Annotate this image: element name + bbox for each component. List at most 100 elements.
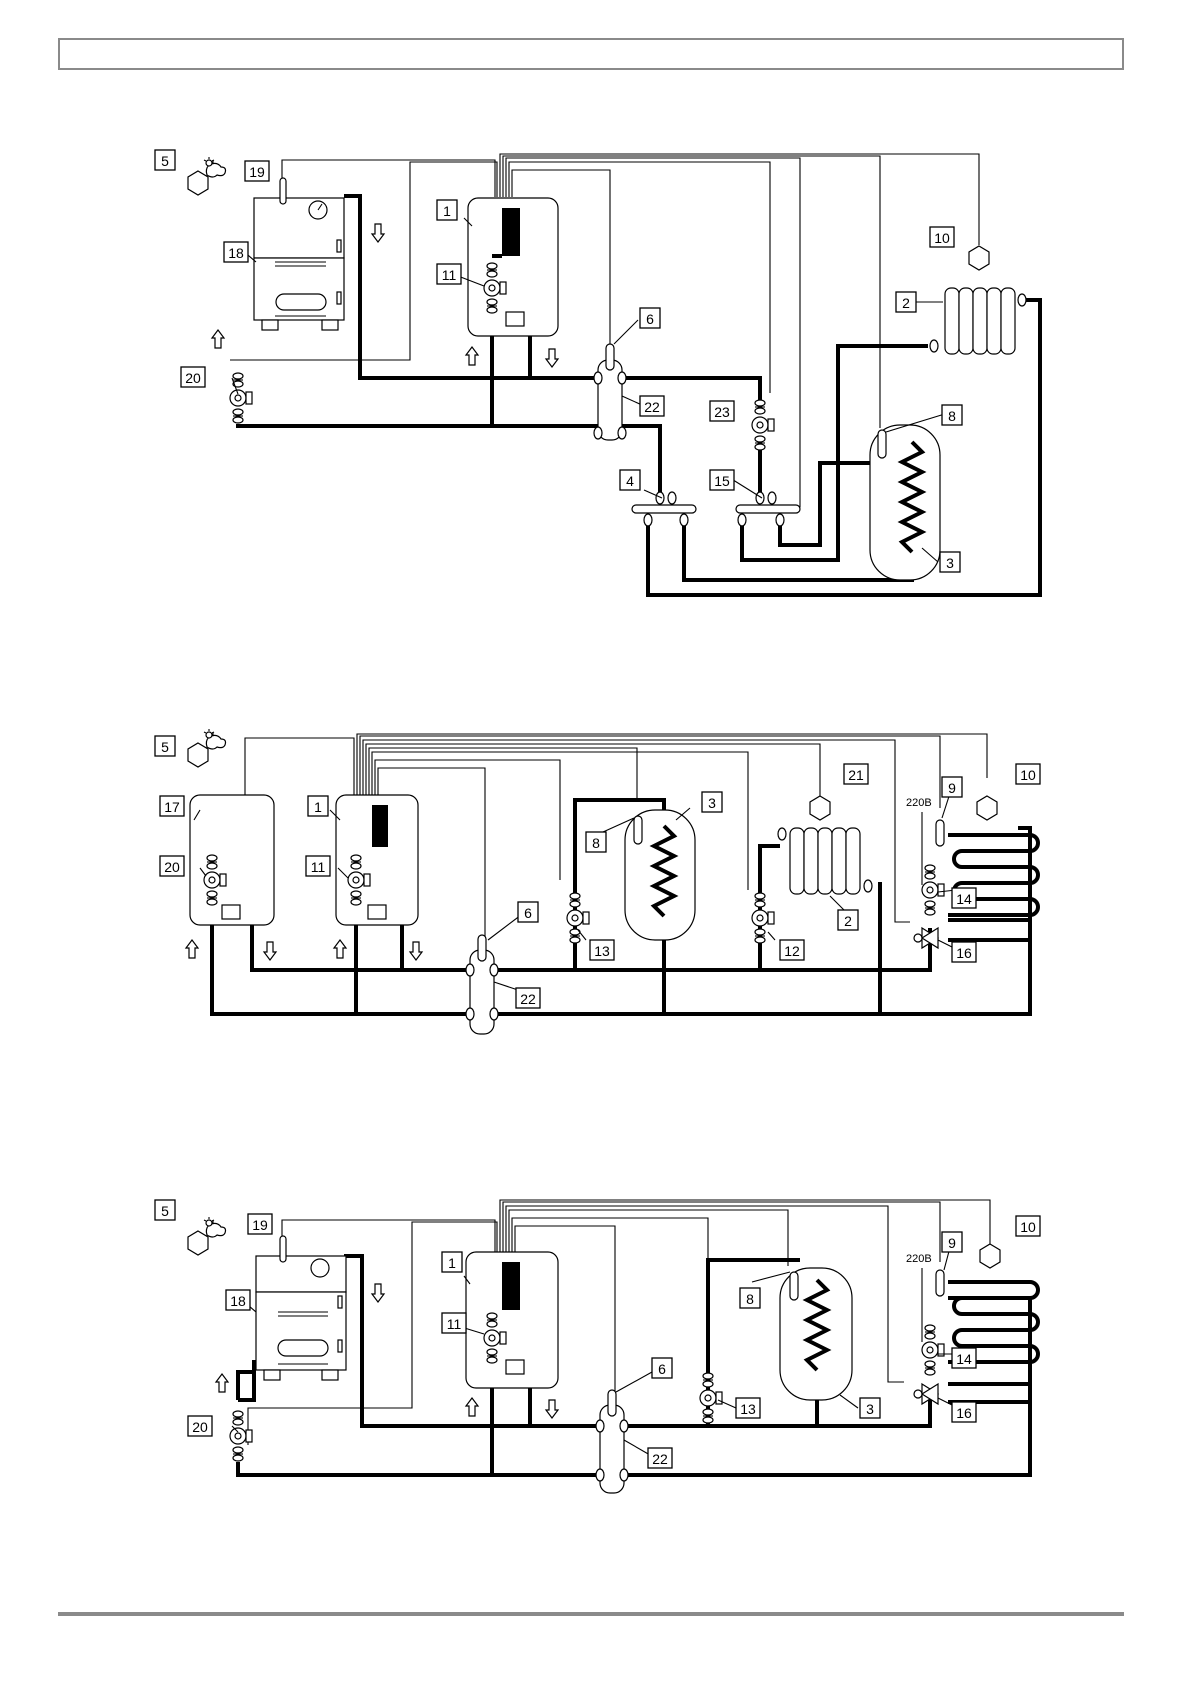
component-label-19: 19 xyxy=(244,160,270,182)
svg-text:16: 16 xyxy=(956,1405,972,1421)
svg-text:10: 10 xyxy=(1020,1219,1036,1235)
svg-text:10: 10 xyxy=(934,230,950,246)
svg-text:4: 4 xyxy=(626,473,634,489)
hydraulic-separator-icon xyxy=(593,343,627,441)
component-label-22: 22 xyxy=(647,1447,673,1469)
component-label-20: 20 xyxy=(159,855,185,877)
flow-arrow-icon xyxy=(371,1283,385,1303)
temperature-probe-icon xyxy=(935,1269,945,1297)
flow-arrow-icon xyxy=(371,223,385,243)
flow-arrow-icon xyxy=(215,1373,229,1393)
component-label-10: 10 xyxy=(1015,763,1041,785)
component-label-3: 3 xyxy=(939,551,961,573)
svg-text:9: 9 xyxy=(948,780,956,796)
floor-heating-loop xyxy=(948,833,1040,917)
control-wiring xyxy=(212,1199,991,1445)
hydraulic-pipes xyxy=(210,798,1032,1016)
hydraulic-separator-icon xyxy=(465,934,499,1035)
svg-text:19: 19 xyxy=(249,164,265,180)
flow-arrow-icon xyxy=(545,1399,559,1419)
pump-icon xyxy=(699,1372,723,1424)
room-thermostat-icon xyxy=(976,795,998,821)
svg-text:18: 18 xyxy=(230,1293,246,1309)
component-label-23: 23 xyxy=(709,400,735,422)
svg-text:9: 9 xyxy=(948,1235,956,1251)
svg-text:20: 20 xyxy=(192,1419,208,1435)
svg-text:3: 3 xyxy=(866,1401,874,1417)
sun-icon xyxy=(203,1216,227,1238)
svg-text:1: 1 xyxy=(314,799,322,815)
outdoor-sensor-icon xyxy=(187,170,209,196)
component-label-19: 19 xyxy=(247,1213,273,1235)
component-label-22: 22 xyxy=(639,395,665,417)
voltage-label: 220B xyxy=(906,797,932,809)
svg-text:11: 11 xyxy=(447,1316,462,1332)
hydraulic-separator-icon xyxy=(595,1389,629,1494)
svg-text:1: 1 xyxy=(443,203,451,219)
svg-text:16: 16 xyxy=(956,945,972,961)
svg-text:2: 2 xyxy=(902,295,910,311)
svg-text:1: 1 xyxy=(448,1255,456,1271)
room-thermostat-icon xyxy=(809,795,831,821)
diagram-2: 220B xyxy=(185,728,1040,1035)
svg-text:22: 22 xyxy=(644,399,660,415)
room-thermostat-icon xyxy=(968,245,990,271)
component-label-18: 18 xyxy=(225,1289,251,1311)
solid-fuel-boiler xyxy=(253,177,345,331)
component-label-4: 4 xyxy=(619,469,641,491)
component-label-11: 11 xyxy=(436,263,462,285)
radiator-icon xyxy=(929,287,1027,355)
component-label-13: 13 xyxy=(589,939,615,961)
component-label-18: 18 xyxy=(223,241,249,263)
control-wiring xyxy=(212,732,988,950)
temperature-probe-icon xyxy=(279,177,287,205)
flow-arrow-icon xyxy=(333,939,347,959)
page-header-frame xyxy=(58,38,1124,70)
component-label-14: 14 xyxy=(951,1347,977,1369)
component-label-22: 22 xyxy=(515,987,541,1009)
svg-text:6: 6 xyxy=(646,311,654,327)
component-label-11: 11 xyxy=(441,1312,467,1334)
component-label-1: 1 xyxy=(441,1251,463,1273)
flow-arrow-icon xyxy=(263,941,277,961)
component-label-3: 3 xyxy=(701,791,723,813)
pump-icon xyxy=(751,399,775,451)
svg-text:6: 6 xyxy=(524,905,532,921)
water-tank-icon xyxy=(779,1267,853,1401)
pump-icon xyxy=(921,864,945,916)
page-footer-rule xyxy=(58,1612,1124,1616)
component-label-1: 1 xyxy=(307,795,329,817)
component-label-20: 20 xyxy=(180,366,206,388)
svg-text:15: 15 xyxy=(714,473,730,489)
voltage-label: 220B xyxy=(906,1253,932,1265)
manifold-icon xyxy=(631,491,801,527)
svg-text:5: 5 xyxy=(161,153,169,169)
water-tank-icon xyxy=(624,809,696,941)
pump-icon xyxy=(921,1324,945,1376)
diagram-1 xyxy=(187,153,1042,597)
component-label-9: 9 xyxy=(941,1231,963,1253)
svg-text:14: 14 xyxy=(956,1351,972,1367)
svg-text:10: 10 xyxy=(1020,767,1036,783)
svg-text:8: 8 xyxy=(948,408,956,424)
svg-text:3: 3 xyxy=(946,555,954,571)
flow-arrow-icon xyxy=(465,1397,479,1417)
sun-icon xyxy=(203,728,227,750)
svg-text:20: 20 xyxy=(164,859,180,875)
component-label-16: 16 xyxy=(951,941,977,963)
radiator-icon xyxy=(777,827,873,895)
flow-arrow-icon xyxy=(185,939,199,959)
outdoor-sensor-icon xyxy=(187,742,209,768)
component-label-5: 5 xyxy=(154,149,176,171)
component-label-14: 14 xyxy=(951,887,977,909)
flow-arrow-icon xyxy=(545,348,559,368)
pump-icon xyxy=(229,1410,253,1462)
component-label-15: 15 xyxy=(709,469,735,491)
component-label-6: 6 xyxy=(639,307,661,329)
water-tank-icon xyxy=(869,424,941,581)
svg-text:11: 11 xyxy=(311,859,326,875)
component-label-12: 12 xyxy=(779,939,805,961)
gas-boiler xyxy=(467,197,559,337)
svg-text:19: 19 xyxy=(252,1217,268,1233)
